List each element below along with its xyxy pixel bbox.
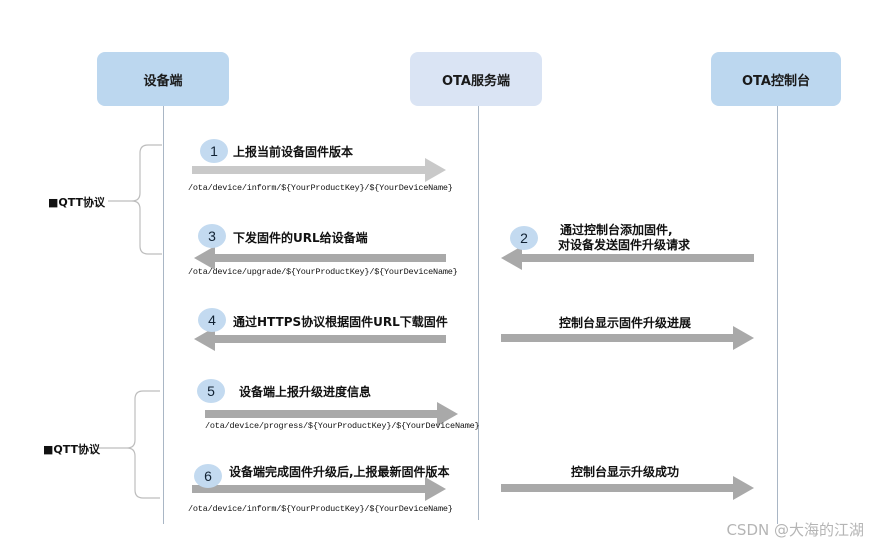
step-label-3: 下发固件的URL给设备端 — [233, 231, 368, 245]
mqtt-brace-upper — [108, 144, 162, 255]
step-topic-6: /ota/device/inform/${YourProductKey}/${Y… — [188, 504, 453, 514]
watermark: CSDN @大海的江湖 — [726, 521, 864, 539]
protocol-label-lower: ■QTT协议 — [43, 443, 101, 456]
step-label-6: 设备端完成固件升级后,上报最新固件版本 — [229, 465, 450, 479]
console-success-label: 控制台显示升级成功 — [571, 465, 680, 479]
arrow-step-1 — [192, 158, 446, 182]
lifeline-device — [163, 106, 164, 524]
arrow-console-progress — [501, 326, 754, 350]
step-number-2: 2 — [510, 226, 538, 250]
step-label-2-line-1: 通过控制台添加固件, — [560, 223, 673, 237]
participant-device: 设备端 — [97, 52, 229, 106]
step-number-1: 1 — [200, 139, 228, 163]
arrow-step-2 — [501, 246, 754, 270]
mqtt-brace-lower — [98, 390, 160, 499]
step-number-4: 4 — [198, 308, 226, 332]
step-topic-5: /ota/device/progress/${YourProductKey}/$… — [205, 421, 480, 431]
arrow-step-6 — [192, 477, 446, 501]
step-label-4: 通过HTTPS协议根据固件URL下载固件 — [233, 315, 448, 329]
arrow-step-5 — [205, 402, 458, 426]
step-label-2-line-2: 对设备发送固件升级请求 — [558, 238, 691, 252]
console-progress-label: 控制台显示固件升级进展 — [559, 316, 692, 330]
protocol-label-upper: ■QTT协议 — [48, 196, 106, 209]
step-topic-1: /ota/device/inform/${YourProductKey}/${Y… — [188, 183, 453, 193]
arrow-step-4 — [194, 327, 446, 351]
step-label-5: 设备端上报升级进度信息 — [239, 385, 372, 399]
participant-ota-console: OTA控制台 — [711, 52, 841, 106]
arrow-console-success — [501, 476, 754, 500]
step-number-5: 5 — [197, 379, 225, 403]
step-number-6: 6 — [194, 464, 222, 488]
step-label-1: 上报当前设备固件版本 — [233, 145, 354, 159]
participant-ota-server: OTA服务端 — [410, 52, 542, 106]
step-topic-3: /ota/device/upgrade/${YourProductKey}/${… — [188, 267, 458, 277]
step-number-3: 3 — [198, 224, 226, 248]
lifeline-console — [777, 106, 778, 524]
arrow-step-3 — [194, 246, 446, 270]
lifeline-server — [478, 106, 479, 520]
